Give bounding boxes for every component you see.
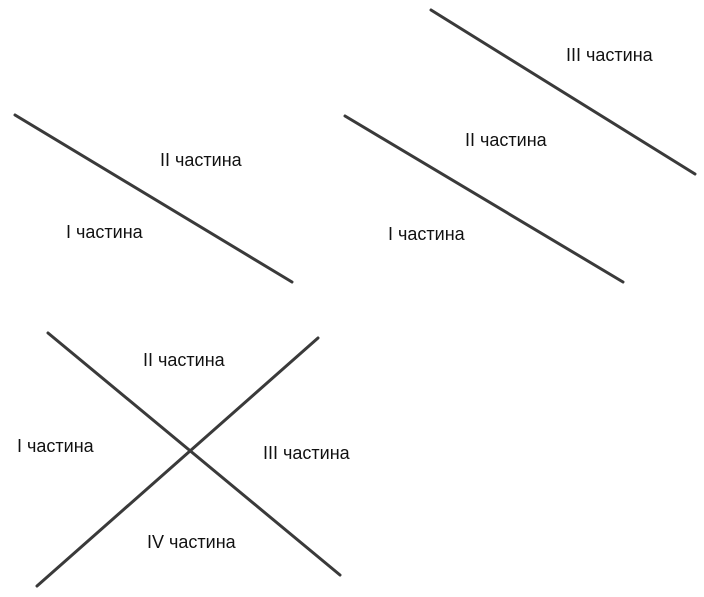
lower-parallel-line [343,114,625,284]
label-part-1: I частина [66,222,144,242]
label-part-2: II частина [143,350,226,370]
dividing-line [13,113,294,284]
label-part-2: II частина [160,150,243,170]
diagram-one-line: II частина I частина [13,113,294,284]
ascending-line [35,336,320,588]
diagram-two-parallel-lines: III частина II частина I частина [343,8,697,284]
label-part-4: IV частина [147,532,237,552]
label-part-3: III частина [263,443,351,463]
descending-line [46,331,342,577]
label-part-1: I частина [388,224,466,244]
upper-parallel-line [429,8,697,176]
label-part-1: I частина [17,436,95,456]
label-part-2: II частина [465,130,548,150]
label-part-3: III частина [566,45,654,65]
diagram-two-crossing-lines: II частина I частина III частина IV част… [17,331,351,588]
